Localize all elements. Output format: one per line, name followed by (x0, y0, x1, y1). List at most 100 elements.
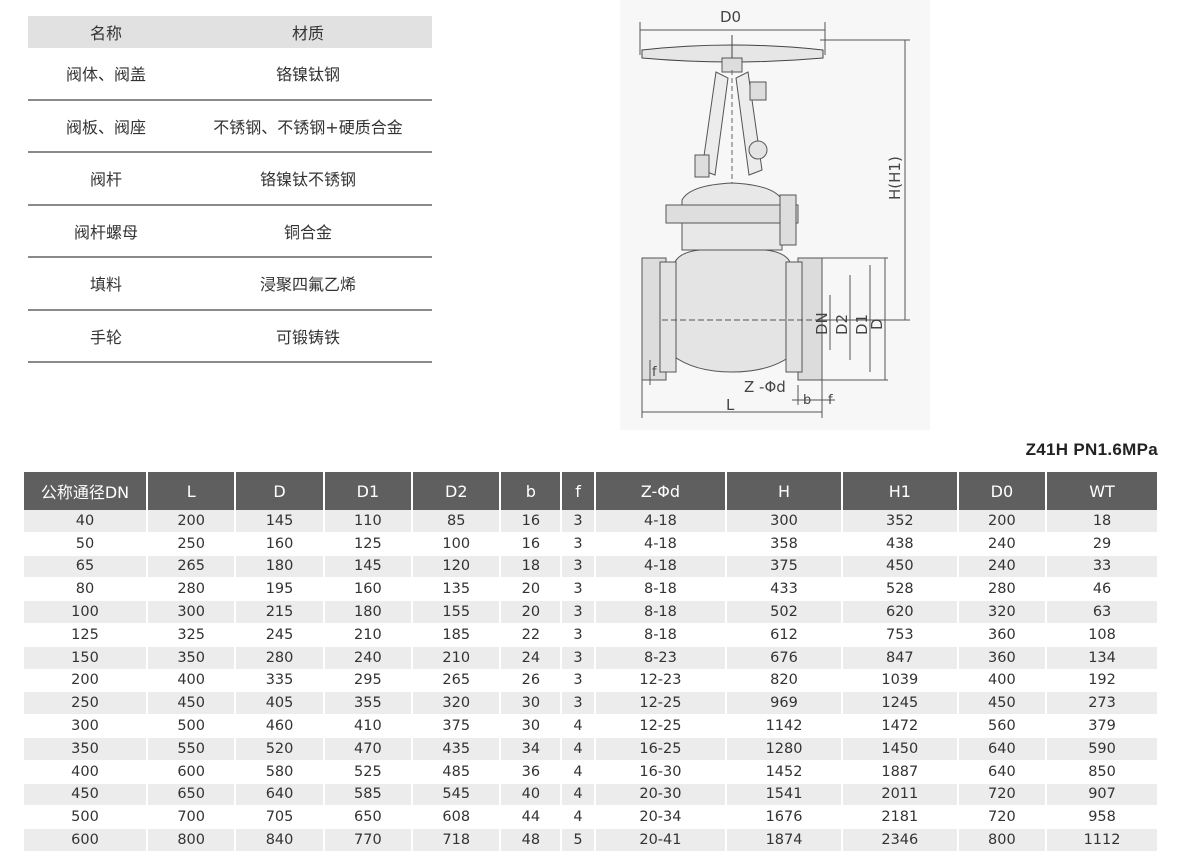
table-cell: 400 (24, 760, 148, 784)
table-cell: 907 (1047, 783, 1157, 807)
model-title: Z41H PN1.6MPa (1025, 440, 1158, 459)
table-cell: 676 (727, 646, 843, 670)
table-cell: 410 (324, 715, 414, 738)
table-cell: 360 (958, 646, 1048, 670)
col-d2: D2 (413, 472, 502, 510)
table-cell: 240 (324, 646, 414, 670)
table-cell: 245 (236, 623, 325, 647)
table-cell: 215 (236, 601, 325, 624)
table-cell: 485 (413, 760, 502, 784)
table-cell: 608 (413, 806, 502, 830)
table-cell: 1039 (842, 669, 959, 693)
col-d1: D1 (324, 472, 414, 510)
table-cell: 650 (324, 806, 414, 830)
table-cell: 320 (413, 692, 502, 716)
table-cell: 502 (727, 601, 843, 624)
table-cell: 16-25 (595, 737, 728, 761)
label-dn: DN (813, 312, 831, 335)
table-cell: 335 (236, 669, 325, 693)
table-cell: 650 (148, 783, 237, 807)
table-cell: 110 (324, 510, 414, 533)
table-cell: 850 (1047, 760, 1157, 784)
table-cell: 40 (501, 783, 563, 807)
table-cell: 240 (958, 532, 1048, 556)
part-name: 填料 (28, 257, 184, 311)
table-cell: 350 (24, 737, 148, 761)
table-cell: 3 (562, 532, 596, 556)
table-cell: 100 (413, 532, 502, 556)
table-cell: 800 (148, 829, 237, 852)
col-h: H (727, 472, 843, 510)
table-cell: 192 (1047, 669, 1157, 693)
table-cell: 580 (236, 760, 325, 784)
label-f-left: f (652, 365, 657, 380)
table-cell: 8-18 (595, 623, 728, 647)
label-f-bottom: f (828, 393, 833, 408)
table-cell: 2181 (842, 806, 959, 830)
table-cell: 3 (562, 692, 596, 716)
table-cell: 4 (562, 715, 596, 738)
table-cell: 545 (413, 783, 502, 807)
table-cell: 1676 (727, 806, 843, 830)
table-cell: 1112 (1047, 829, 1157, 852)
table-cell: 4-18 (595, 510, 728, 533)
table-cell: 280 (958, 578, 1048, 602)
part-material: 铜合金 (184, 204, 432, 258)
table-cell: 18 (1047, 510, 1157, 533)
table-cell: 46 (1047, 578, 1157, 602)
table-cell: 1280 (727, 737, 843, 761)
part-name: 阀杆螺母 (28, 204, 184, 258)
table-cell: 770 (324, 829, 414, 852)
table-cell: 280 (148, 578, 237, 602)
table-cell: 210 (324, 623, 414, 647)
table-cell: 12-25 (595, 715, 728, 738)
table-cell: 280 (236, 646, 325, 670)
table-cell: 8-23 (595, 646, 728, 670)
part-material: 浸聚四氟乙烯 (184, 257, 432, 311)
table-cell: 16 (501, 532, 563, 556)
table-cell: 155 (413, 601, 502, 624)
table-cell: 80 (24, 578, 148, 602)
table-cell: 720 (958, 783, 1048, 807)
table-cell: 50 (24, 532, 148, 556)
table-cell: 24 (501, 646, 563, 670)
table-cell: 150 (24, 646, 148, 670)
label-l: L (726, 396, 735, 414)
table-cell: 1142 (727, 715, 843, 738)
table-cell: 20 (501, 601, 563, 624)
table-cell: 2346 (842, 829, 959, 852)
table-cell: 295 (324, 669, 414, 693)
materials-row: 阀杆铬镍钛不锈钢 (28, 152, 432, 206)
table-cell: 300 (727, 510, 843, 533)
table-cell: 265 (148, 555, 237, 579)
table-cell: 18 (501, 555, 563, 579)
table-cell: 500 (148, 715, 237, 738)
table-cell: 8-18 (595, 578, 728, 602)
table-cell: 360 (958, 623, 1048, 647)
table-cell: 85 (413, 510, 502, 533)
materials-row: 填料浸聚四氟乙烯 (28, 257, 432, 311)
table-cell: 273 (1047, 692, 1157, 716)
table-cell: 12-23 (595, 669, 728, 693)
table-cell: 585 (324, 783, 414, 807)
table-cell: 3 (562, 555, 596, 579)
table-cell: 560 (958, 715, 1048, 738)
label-d0: D0 (720, 8, 741, 26)
table-cell: 265 (413, 669, 502, 693)
table-cell: 145 (236, 510, 325, 533)
table-cell: 600 (148, 760, 237, 784)
table-cell: 460 (236, 715, 325, 738)
table-cell: 718 (413, 829, 502, 852)
table-cell: 433 (727, 578, 843, 602)
table-cell: 195 (236, 578, 325, 602)
table-cell: 1245 (842, 692, 959, 716)
